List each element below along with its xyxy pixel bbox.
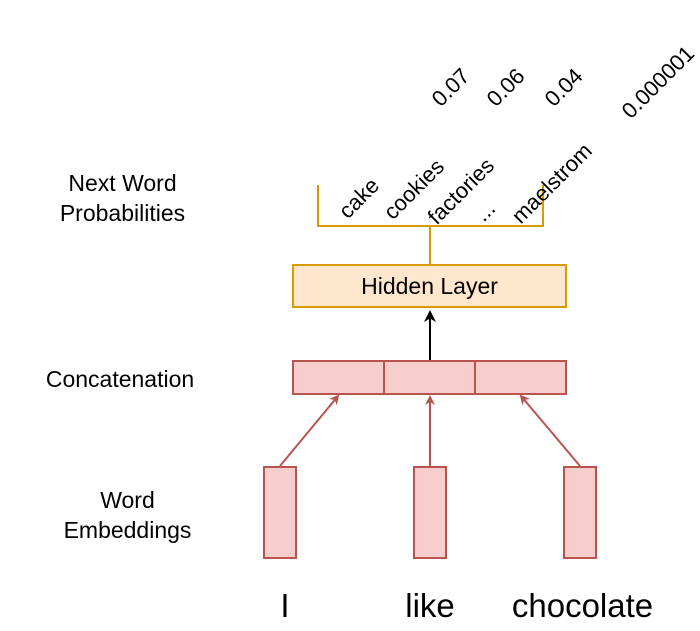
arrow-chocolate-to-concat (519, 394, 581, 467)
embedding-box-chocolate (563, 466, 597, 559)
hidden-layer-label: Hidden Layer (361, 273, 498, 299)
candidate-bracket (317, 185, 544, 227)
concat-segment-2 (383, 360, 476, 395)
concatenation-label: Concatenation (45, 366, 195, 392)
embedding-box-i (263, 466, 297, 559)
concat-segment-1 (292, 360, 385, 395)
concat-segment-3 (474, 360, 567, 395)
next-word-label-line2: Probabilities (59, 200, 186, 226)
embedding-box-like (413, 466, 447, 559)
hidden-layer-box (292, 264, 567, 308)
input-word-i: I (280, 587, 290, 624)
word-embeddings-label-line1: Word (100, 487, 155, 513)
next-word-probabilities-label: Next Word Probabilities (40, 168, 205, 228)
input-word-chocolate: chocolate (511, 587, 654, 624)
next-word-label-line1: Next Word (68, 170, 177, 196)
word-embeddings-label: Word Embeddings (45, 485, 210, 545)
input-word-like: like (405, 587, 455, 624)
arrow-i-to-concat (279, 394, 340, 467)
word-embeddings-label-line2: Embeddings (63, 517, 192, 543)
